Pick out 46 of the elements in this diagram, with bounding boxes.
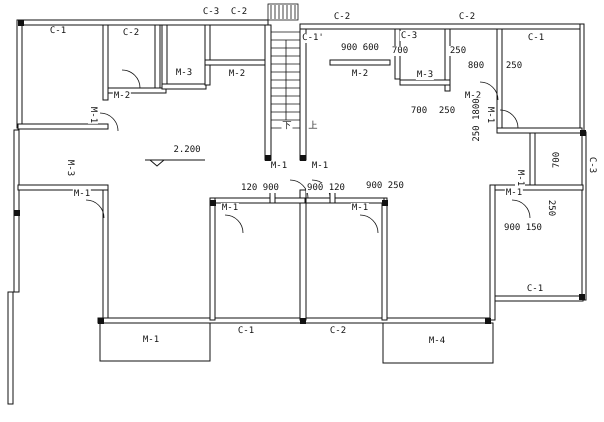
door-code: M-1	[504, 188, 524, 198]
door-code: M-1	[270, 161, 288, 171]
dimension-label: 250 1800	[472, 97, 482, 143]
dimension-label: 250	[438, 106, 456, 116]
window-code: C-1	[48, 26, 68, 36]
door-code: M-3	[416, 70, 434, 80]
door-code: M-1	[72, 189, 92, 199]
window-code: C-1	[526, 284, 544, 294]
door-code: M-1	[515, 168, 525, 188]
window-code: C-3	[587, 156, 597, 174]
door-code: M-3	[174, 68, 194, 78]
window-code: C-3	[202, 7, 220, 17]
dimension-label: 700	[390, 46, 410, 56]
dimension-label: 900 250	[365, 181, 405, 191]
door-code: M-1	[485, 106, 495, 124]
dimension-label: 700	[410, 106, 428, 116]
window-code: C-2	[458, 12, 476, 22]
window-code: C-2	[122, 28, 140, 38]
window-code: C-1	[526, 33, 546, 43]
door-code: M-2	[228, 69, 246, 79]
window-code: C-2	[328, 326, 348, 336]
stair-direction-label: 上	[308, 121, 318, 131]
window-code: C-1	[236, 326, 256, 336]
window-code: C-2	[332, 12, 352, 22]
dimension-label: 700	[552, 150, 562, 170]
door-code: M-1	[142, 335, 160, 345]
door-code: M-1	[220, 203, 240, 213]
dimension-label: 250	[546, 198, 556, 218]
dimension-label: 120 900	[240, 183, 280, 193]
window-code: C-2	[230, 7, 248, 17]
dimension-label: 900 150	[503, 223, 543, 233]
dimension-label: 250	[448, 46, 468, 56]
dimension-label: 250	[504, 61, 524, 71]
level-label: 2.200	[172, 145, 202, 155]
door-code: M-2	[112, 91, 132, 101]
stair-direction-label: 下	[282, 121, 292, 131]
dimension-label: 900 600	[340, 43, 380, 53]
door-code: M-1	[350, 203, 370, 213]
door-code: M-4	[428, 336, 446, 346]
door-code: M-1	[88, 106, 98, 124]
window-code: C-3	[400, 31, 418, 41]
dimension-label: 900 120	[306, 183, 346, 193]
door-code: M-3	[65, 158, 75, 178]
door-code: M-1	[310, 161, 330, 171]
dimension-label: 800	[466, 61, 486, 71]
door-code: M-2	[350, 69, 370, 79]
